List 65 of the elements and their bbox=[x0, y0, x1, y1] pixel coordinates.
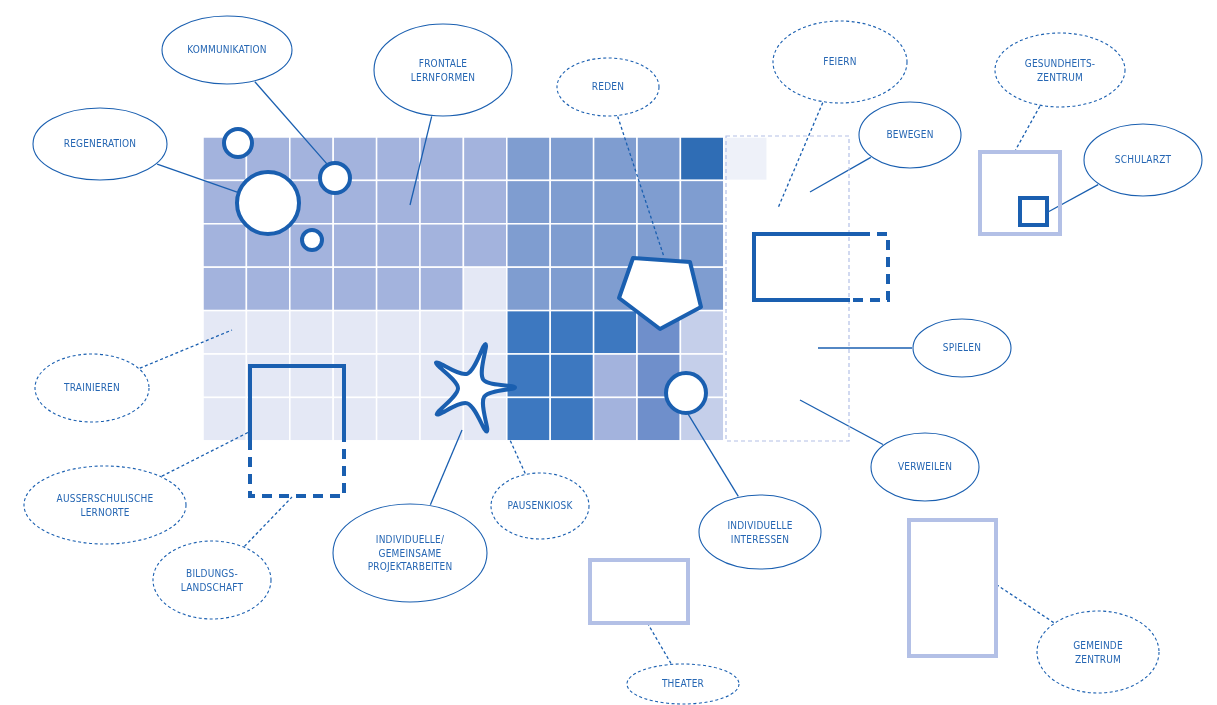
speech-bubble bbox=[994, 32, 1126, 108]
speech-bubble bbox=[912, 318, 1012, 378]
leader-line bbox=[996, 584, 1055, 624]
speech-bubble bbox=[1083, 123, 1203, 197]
leader-line bbox=[817, 347, 913, 349]
leader-line bbox=[243, 496, 293, 547]
rectangle-outline bbox=[978, 150, 1062, 236]
bubble-label: FEIERN bbox=[822, 55, 858, 69]
bubble-label: BILDUNGS- LANDSCHAFT bbox=[179, 566, 245, 594]
bubble-label: INDIVIDUELLE INTERESSEN bbox=[726, 518, 794, 546]
leader-line bbox=[161, 431, 250, 477]
rectangle-outline bbox=[752, 232, 890, 302]
leader-line bbox=[409, 115, 433, 206]
bubble-label: GEMEINDE ZENTRUM bbox=[1072, 638, 1124, 666]
speech-bubble bbox=[34, 353, 150, 423]
rectangle-outline bbox=[588, 558, 690, 625]
bubble-label: PAUSENKIOSK bbox=[506, 499, 574, 513]
rectangle-outline bbox=[907, 518, 998, 658]
circle-outline bbox=[222, 127, 254, 159]
speech-bubble bbox=[23, 465, 187, 545]
leader-line bbox=[809, 156, 872, 193]
speech-bubble bbox=[772, 20, 908, 104]
speech-bubble bbox=[490, 472, 590, 540]
bubble-label: SPIELEN bbox=[941, 341, 983, 355]
pentagon-outline bbox=[616, 254, 704, 332]
leader-line bbox=[1014, 105, 1041, 152]
speech-bubble bbox=[858, 101, 962, 169]
leader-line bbox=[647, 623, 672, 665]
bubble-label: THEATER bbox=[660, 677, 706, 691]
leader-line bbox=[1047, 183, 1099, 213]
rectangle-outline bbox=[248, 364, 346, 498]
leader-line bbox=[687, 413, 739, 498]
bubble-label: AUSSERSCHULISCHE LERNORTE bbox=[55, 491, 155, 519]
speech-bubble bbox=[556, 57, 660, 117]
speech-bubble bbox=[332, 503, 488, 603]
speech-bubble bbox=[32, 107, 168, 181]
speech-bubble bbox=[626, 663, 740, 705]
leader-line bbox=[799, 399, 884, 446]
speech-bubble bbox=[152, 540, 272, 620]
speech-bubble bbox=[1036, 610, 1160, 694]
bubble-label: BEWEGEN bbox=[885, 128, 935, 142]
speech-bubble bbox=[373, 23, 513, 117]
speech-bubble bbox=[161, 15, 293, 85]
bubble-label: GESUNDHEITS- ZENTRUM bbox=[1023, 56, 1097, 84]
bubble-label: FRONTALE LERNFORMEN bbox=[409, 56, 477, 84]
bubble-label: TRAINIEREN bbox=[63, 381, 121, 395]
leader-line bbox=[509, 439, 526, 475]
leader-line bbox=[777, 101, 824, 209]
square-outline bbox=[1018, 196, 1049, 227]
speech-bubble bbox=[870, 432, 980, 502]
bubble-label: REDEN bbox=[590, 80, 626, 94]
bubble-label: REGENERATION bbox=[62, 137, 138, 151]
bubble-label: SCHULARZT bbox=[1113, 153, 1173, 167]
circle-outline bbox=[300, 228, 324, 252]
circle-outline bbox=[235, 170, 301, 236]
leader-line bbox=[254, 81, 328, 165]
circle-outline bbox=[318, 161, 352, 195]
dashed-area-outline bbox=[725, 135, 850, 442]
bubble-label: KOMMUNIKATION bbox=[186, 43, 268, 57]
bubble-label: INDIVIDUELLE/ GEMEINSAME PROJEKTARBEITEN bbox=[366, 532, 454, 574]
speech-bubble bbox=[698, 494, 822, 570]
leader-line bbox=[429, 429, 463, 506]
leader-line bbox=[139, 329, 233, 369]
leader-line bbox=[617, 115, 665, 258]
bubble-label: VERWEILEN bbox=[896, 460, 954, 474]
